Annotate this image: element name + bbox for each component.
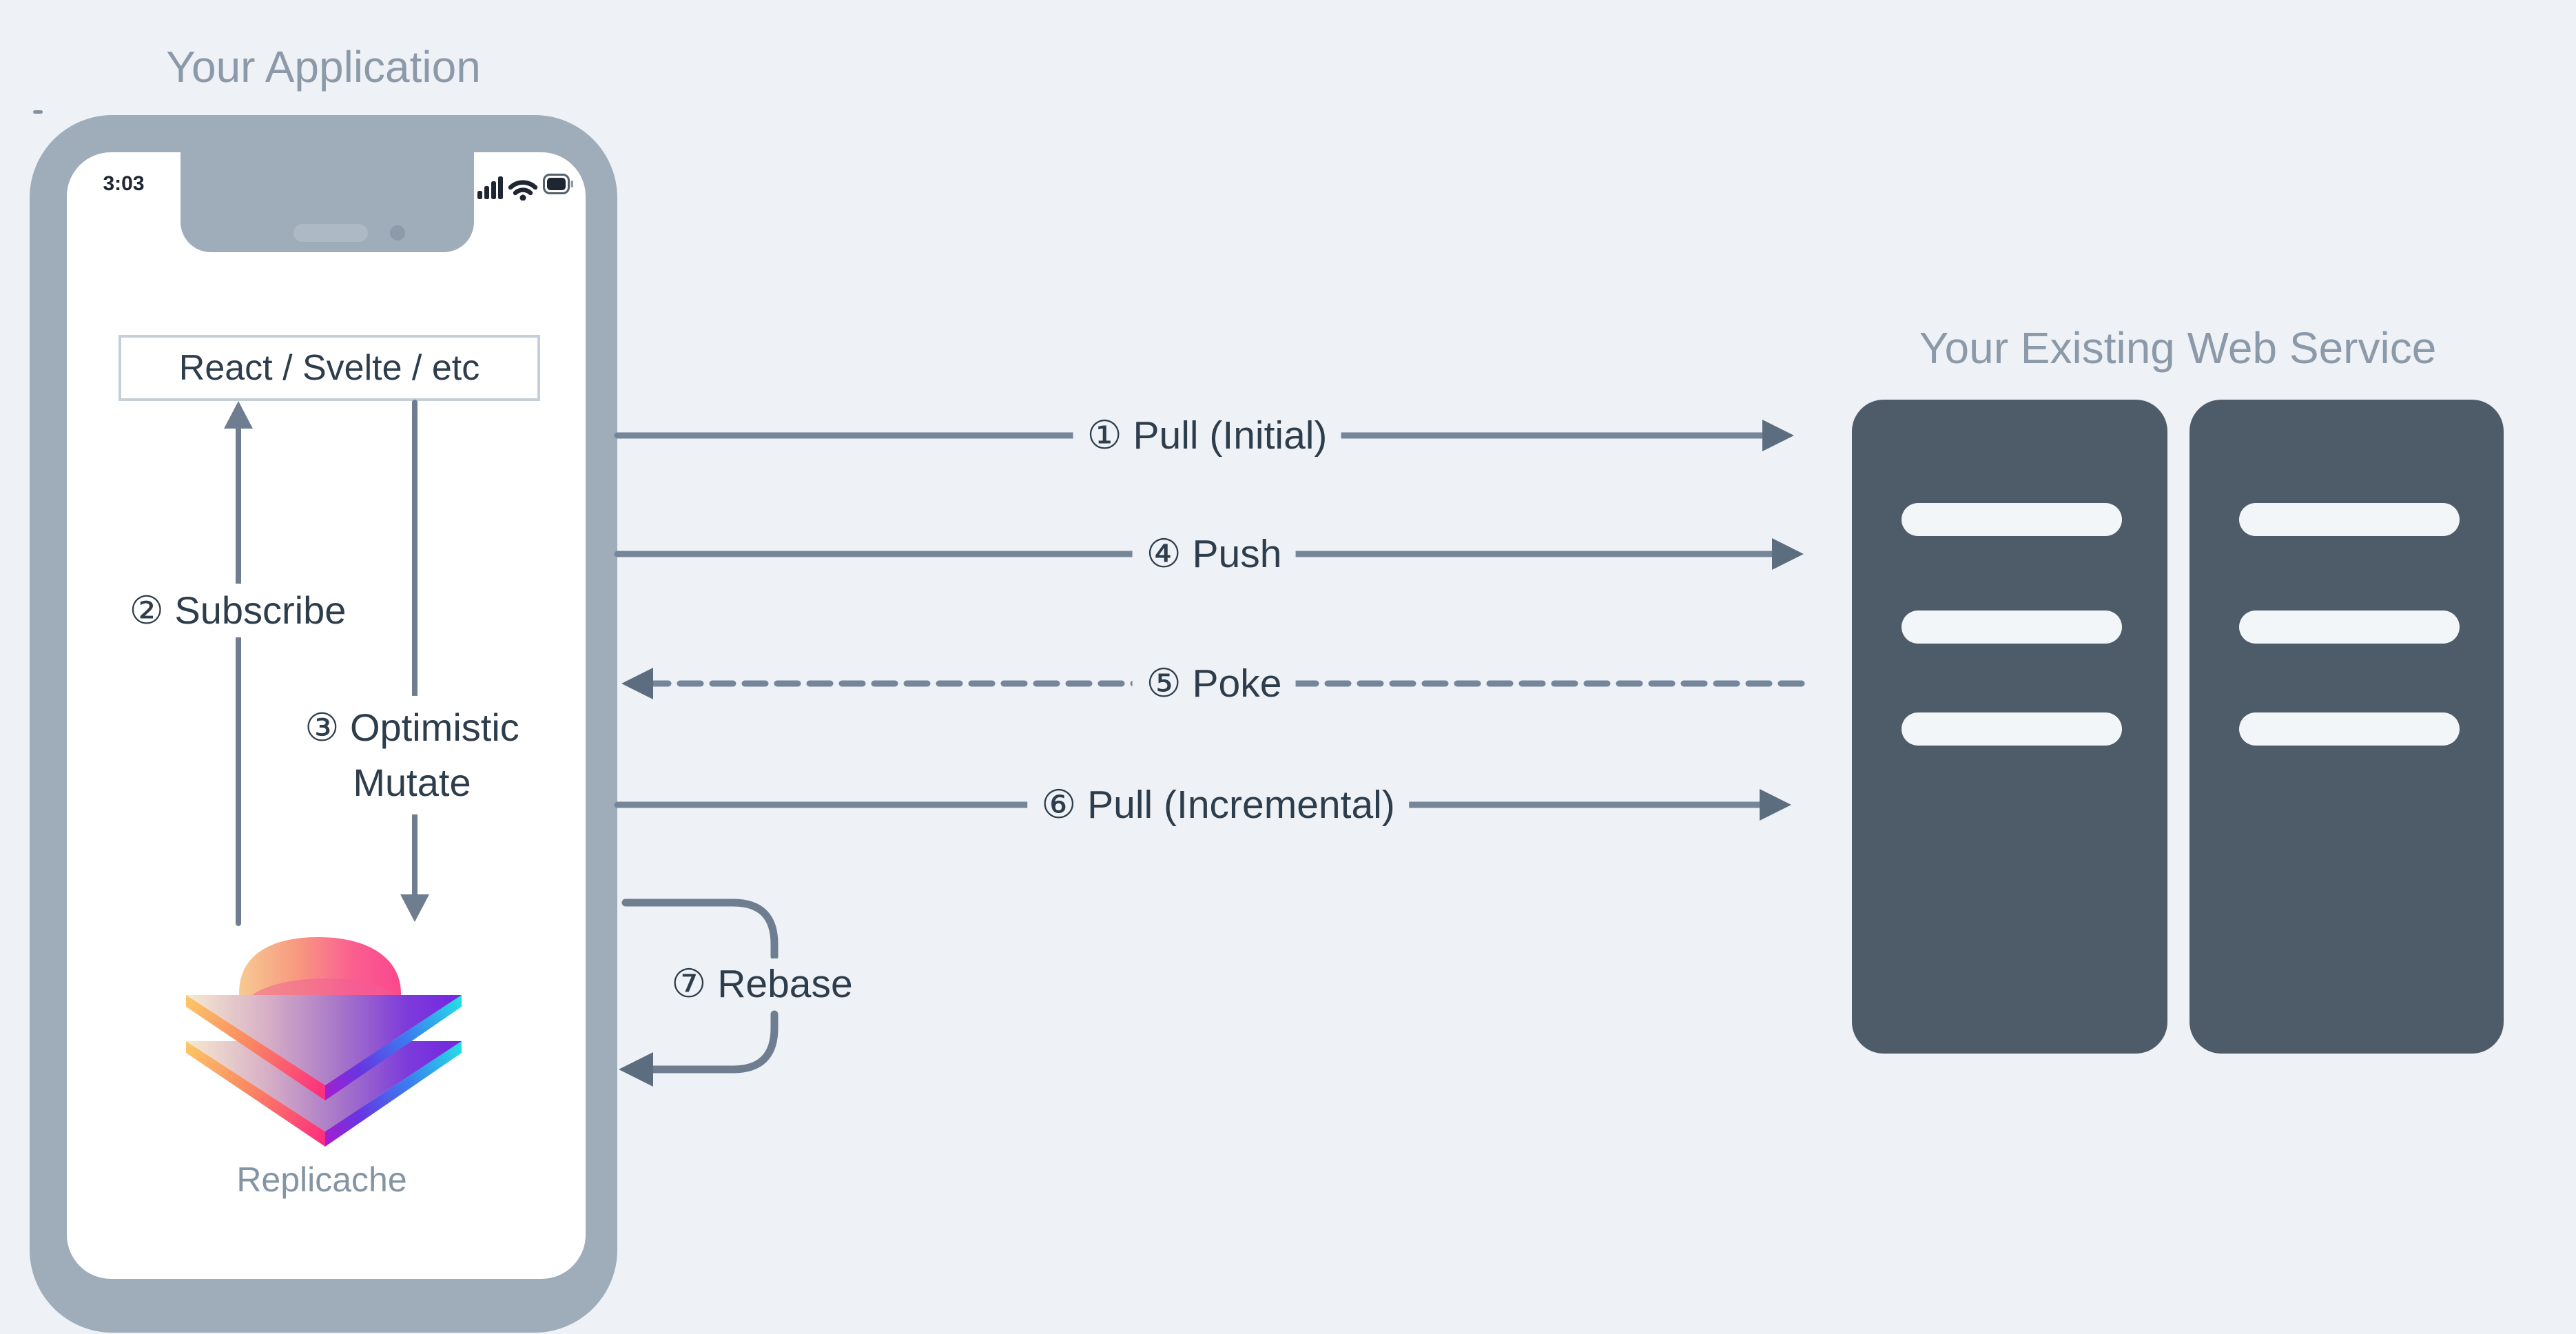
server-left xyxy=(1852,400,2167,1054)
server-slot xyxy=(2239,610,2460,644)
framework-box: React / Svelte / etc xyxy=(119,335,540,401)
arrow-mutate xyxy=(400,400,429,922)
label-optimistic-mutate: ③ Optimistic Mutate xyxy=(293,695,530,815)
service-title: Your Existing Web Service xyxy=(1919,323,2437,373)
server-slot xyxy=(1902,503,2122,536)
phone-notch xyxy=(181,152,474,252)
camera-icon xyxy=(390,225,405,240)
server-slot xyxy=(1902,712,2122,746)
label-pull-incremental: ⑥ Pull (Incremental) xyxy=(1027,779,1409,830)
stray-dash xyxy=(33,110,43,114)
logo-caption: Replicache xyxy=(236,1160,407,1199)
phone-frame: 3:03 xyxy=(30,115,617,1333)
status-icons xyxy=(477,174,573,201)
server-slot xyxy=(1902,610,2122,644)
server-right xyxy=(2189,400,2504,1054)
label-push: ④ Push xyxy=(1132,529,1296,579)
label-subscribe: ② Subscribe xyxy=(118,584,358,637)
battery-icon xyxy=(543,174,573,194)
server-slot xyxy=(2239,503,2460,536)
arrow-subscribe xyxy=(224,401,253,926)
wifi-icon xyxy=(508,180,538,201)
speaker-icon xyxy=(293,224,368,242)
server-slot xyxy=(2239,712,2460,746)
arrow-rebase xyxy=(619,899,779,1087)
label-optimistic-line2: Mutate xyxy=(353,761,471,804)
label-poke: ⑤ Poke xyxy=(1132,658,1296,709)
label-optimistic-line1: ③ Optimistic xyxy=(305,705,519,749)
label-pull-initial: ① Pull (Initial) xyxy=(1073,410,1341,461)
label-rebase: ⑦ Rebase xyxy=(657,958,867,1009)
signal-bars-icon xyxy=(477,176,503,199)
status-time: 3:03 xyxy=(103,172,145,195)
replicache-logo-icon xyxy=(186,937,462,1147)
app-title: Your Application xyxy=(166,42,481,92)
